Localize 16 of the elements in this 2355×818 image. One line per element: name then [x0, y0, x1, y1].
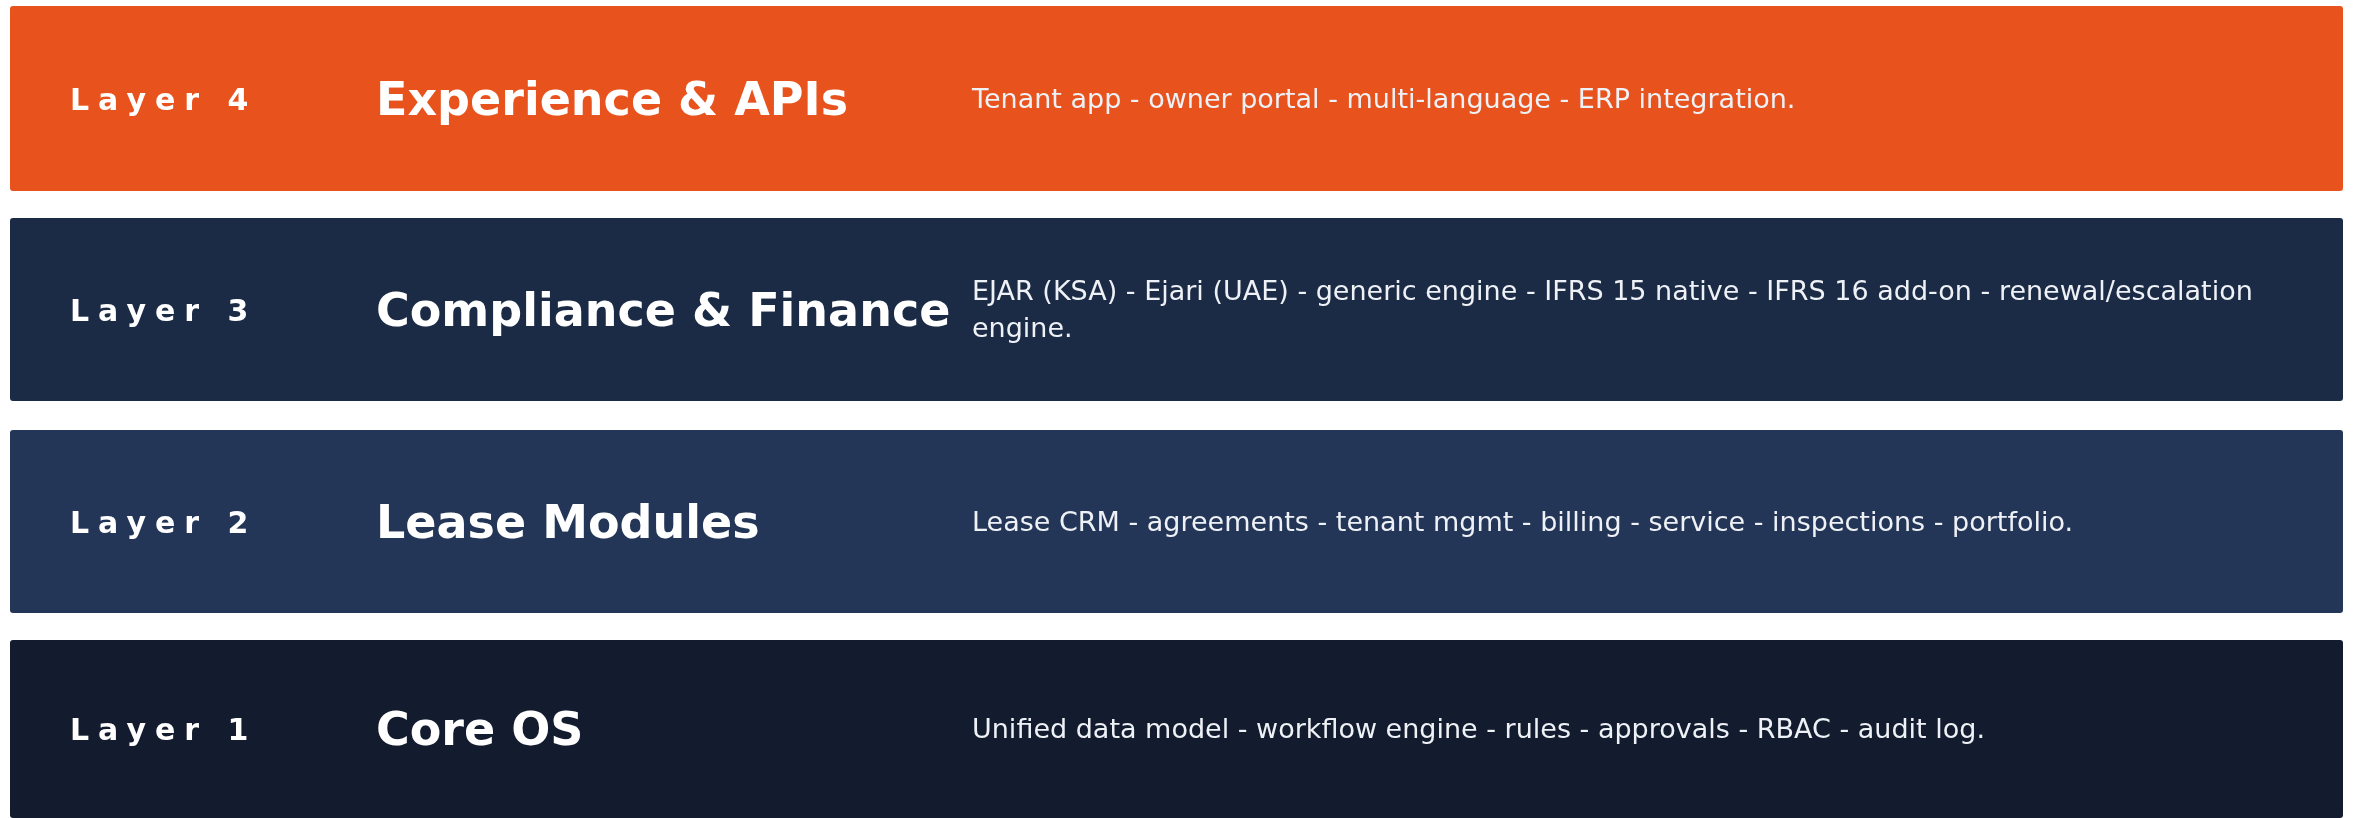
- layer-title: Compliance & Finance: [376, 282, 951, 337]
- layer-band: [10, 430, 2343, 613]
- layer-label: Layer 1: [70, 711, 258, 747]
- layer-title: Lease Modules: [376, 494, 760, 549]
- layer-description: EJAR (KSA) - Ejari (UAE) - generic engine - IFRS 15 native - IFRS 16 add-on - renewal/escalation engine.: [972, 273, 2254, 346]
- layer-label: Layer 3: [70, 292, 258, 327]
- layer-description: Tenant app - owner portal - multi-language - ERP integration.: [972, 81, 1797, 116]
- layer-title: Core OS: [376, 702, 584, 756]
- layer-description: Lease CRM - agreements - tenant mgmt - billing - service - inspections - portfolio.: [972, 504, 2075, 539]
- layer-band: [10, 6, 2343, 191]
- layer-band: [10, 218, 2343, 401]
- layer-label: Layer 4: [70, 81, 258, 116]
- layer-description: Unified data model - workflow engine - rules - approvals - RBAC - audit log.: [972, 712, 1986, 747]
- layer-label: Layer 2: [70, 504, 258, 539]
- layer-title: Experience & APIs: [376, 71, 849, 126]
- layer-band: [10, 640, 2343, 818]
